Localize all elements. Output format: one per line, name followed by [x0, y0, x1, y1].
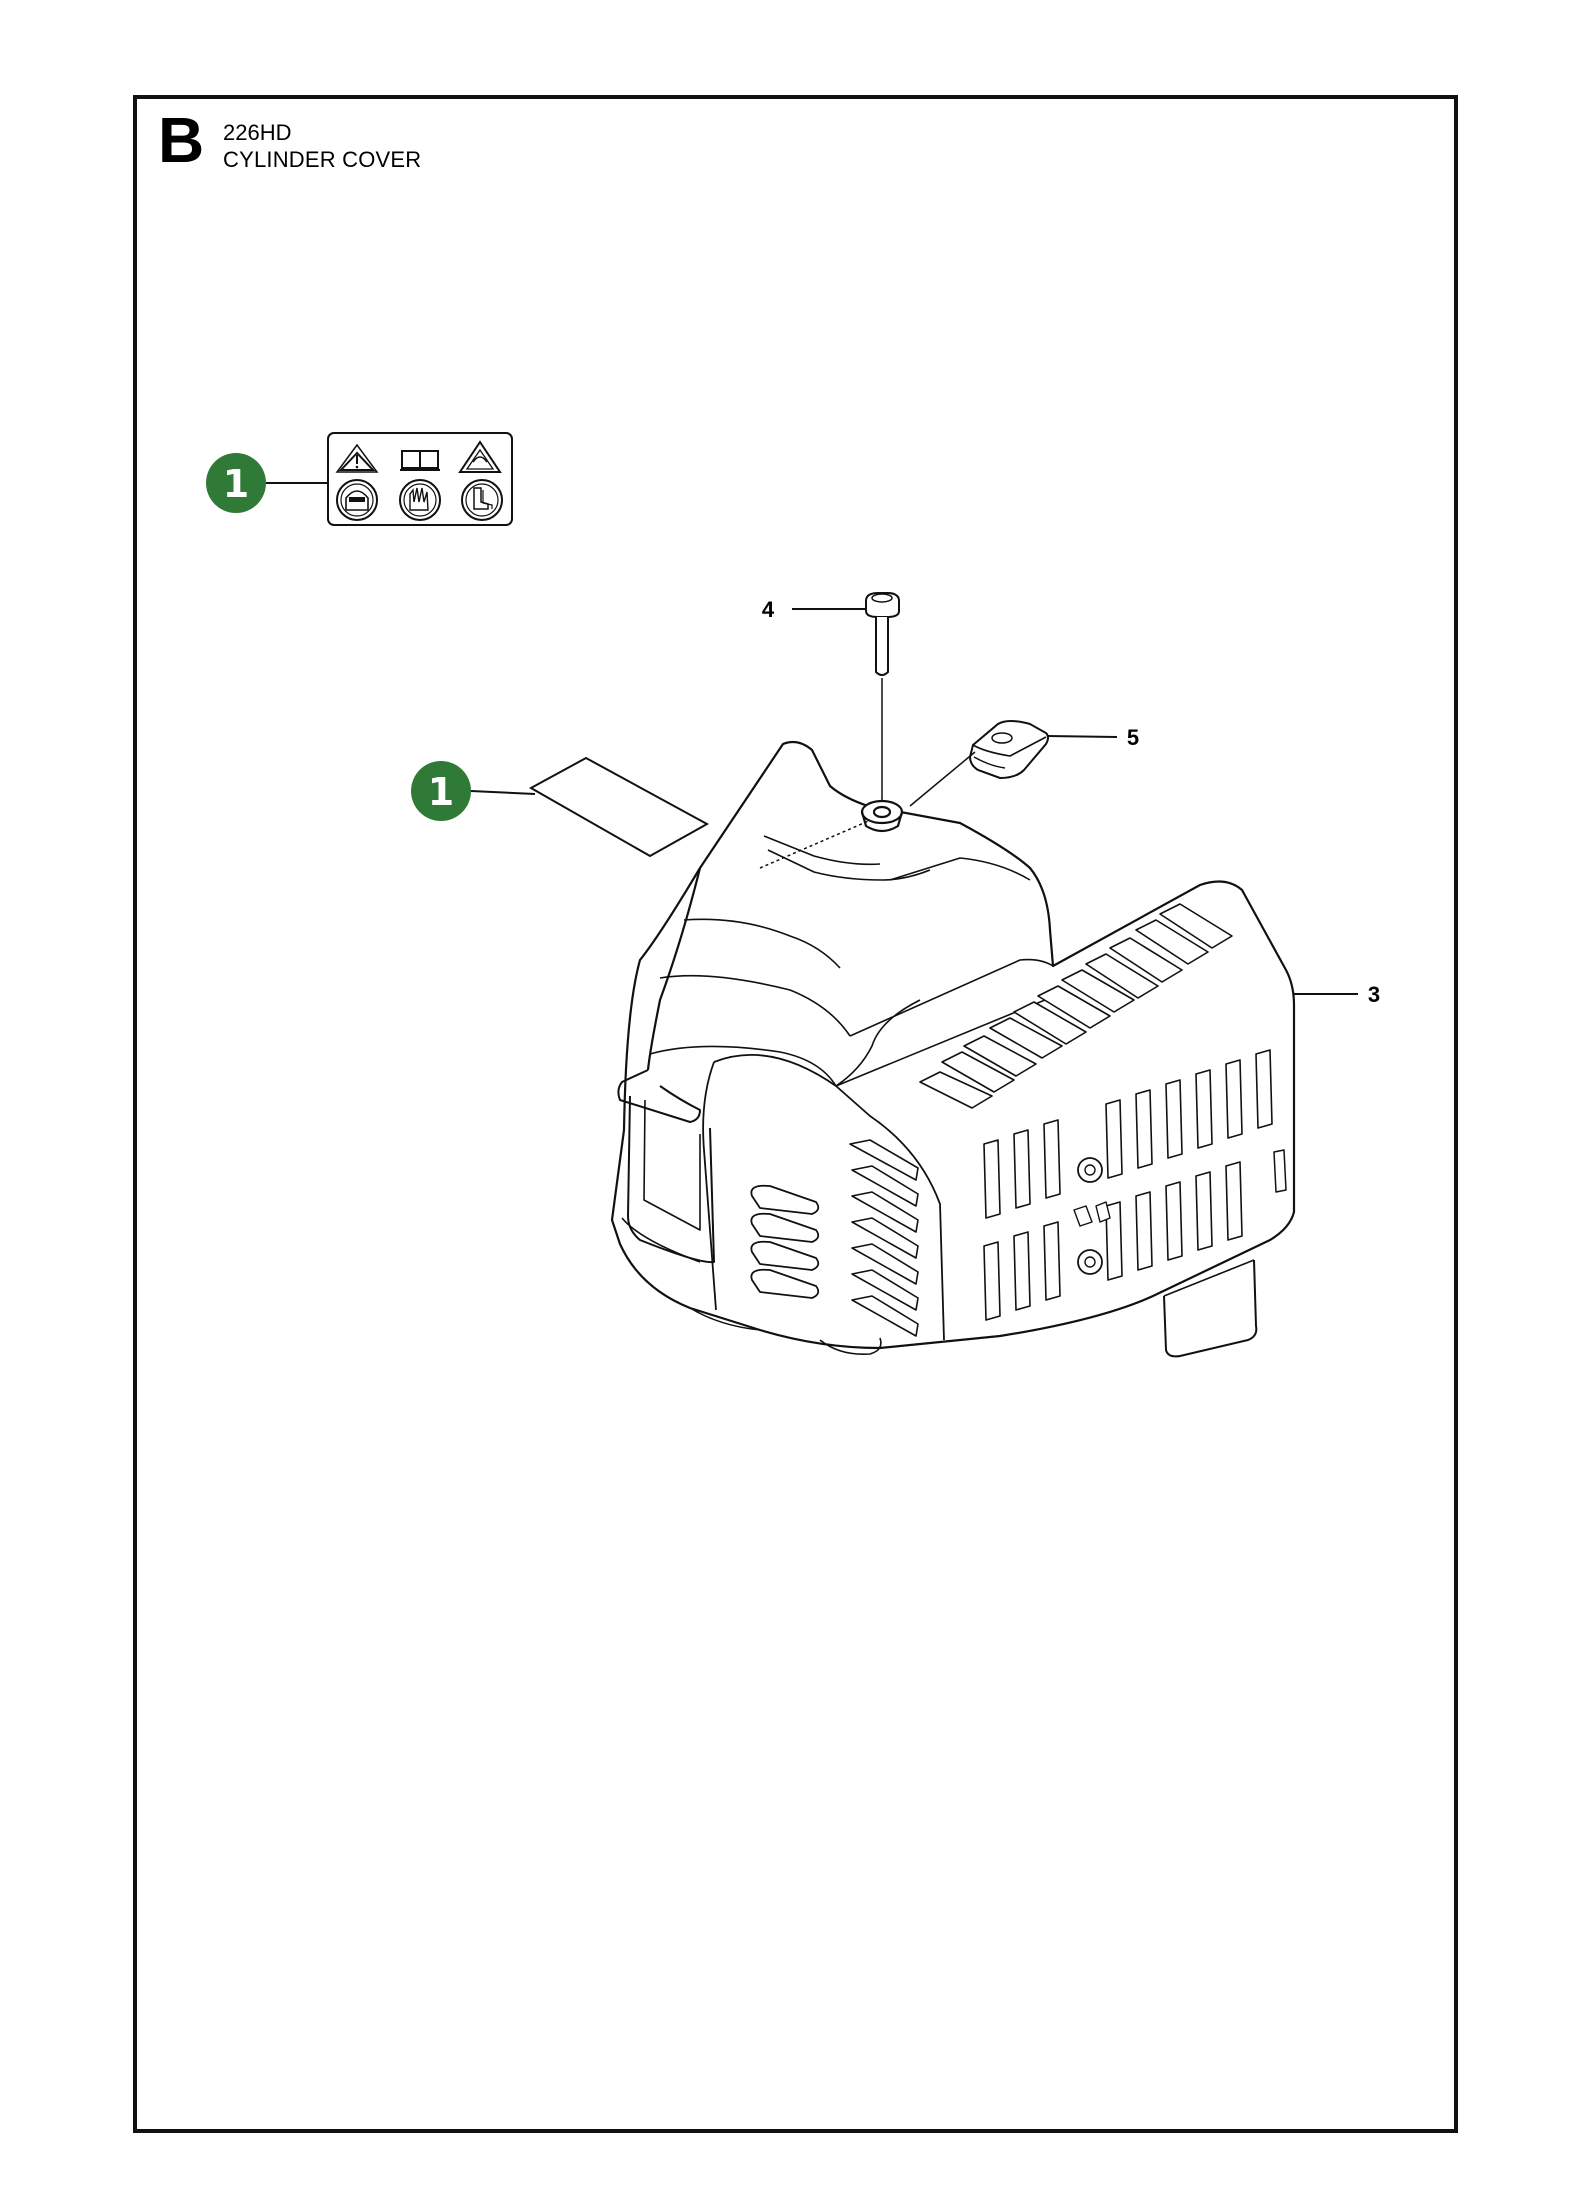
callout-decal-panel[interactable]: 1: [206, 453, 328, 513]
page-frame: [133, 95, 1458, 2133]
manual-book-icon: [400, 450, 440, 471]
callout-number-4: 4: [762, 597, 775, 622]
model-number: 226HD: [223, 120, 292, 145]
callout-badge-number: 1: [223, 462, 249, 506]
cylinder-cover-part: [610, 740, 1296, 1358]
diagram-title: CYLINDER COVER: [223, 147, 422, 172]
callout-badge: [411, 761, 471, 821]
callout-decal[interactable]: 1: [411, 761, 536, 821]
callout-cover[interactable]: 3: [1292, 982, 1380, 1007]
decal-panel: [327, 432, 513, 526]
warning-triangle-icon: [335, 443, 379, 473]
warning-decal: [528, 756, 710, 858]
callout-number-5: 5: [1127, 725, 1139, 750]
leader-line: [1046, 735, 1118, 738]
head-protection-icon: [336, 479, 378, 521]
section-letter: B: [158, 104, 205, 176]
warning-kickback-icon: [458, 440, 502, 473]
callout-number-3: 3: [1368, 982, 1380, 1007]
bolt-part: [865, 592, 900, 808]
boots-icon: [461, 479, 503, 521]
grommet-part: [909, 720, 1049, 807]
callout-badge-number: 1: [428, 770, 454, 814]
callout-grommet[interactable]: 5: [1046, 725, 1139, 750]
leader-line: [470, 790, 536, 795]
callout-bolt[interactable]: 4: [762, 597, 865, 622]
callout-badge: [206, 453, 266, 513]
gloves-icon: [399, 479, 441, 521]
